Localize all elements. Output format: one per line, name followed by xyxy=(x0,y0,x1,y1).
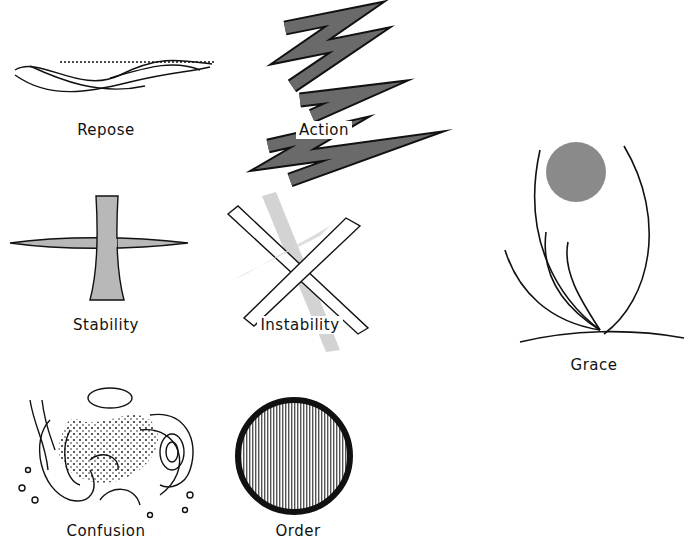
instability-figure xyxy=(228,192,368,352)
stability-figure xyxy=(10,196,188,300)
repose-figure xyxy=(15,60,215,91)
action-figure xyxy=(268,14,384,180)
figure-label: Stability xyxy=(70,316,142,334)
figure-label: Order xyxy=(272,522,323,540)
figure-label: Grace xyxy=(568,356,621,374)
figure-label: Instability xyxy=(257,316,342,334)
figure-label: Confusion xyxy=(63,522,148,540)
figure-label: Action xyxy=(296,121,352,139)
order-figure xyxy=(238,400,350,512)
confusion-figure xyxy=(19,388,193,518)
figure-label: Repose xyxy=(74,121,138,139)
grace-figure xyxy=(505,142,684,342)
